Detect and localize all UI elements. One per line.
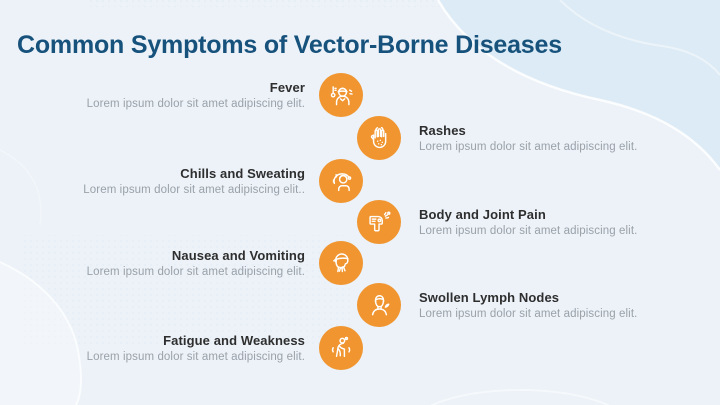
nausea-vomiting-icon <box>319 241 363 285</box>
symptom-text-block: Chills and Sweating Lorem ipsum dolor si… <box>5 166 305 196</box>
symptom-description: Lorem ipsum dolor sit amet adipiscing el… <box>83 184 305 196</box>
symptom-text-block: Nausea and Vomiting Lorem ipsum dolor si… <box>5 248 305 278</box>
symptom-text-block: Swollen Lymph Nodes Lorem ipsum dolor si… <box>419 290 719 320</box>
joint-pain-icon <box>357 200 401 244</box>
symptom-title: Fever <box>269 80 305 95</box>
fever-icon <box>319 73 363 117</box>
fatigue-weakness-icon <box>319 326 363 370</box>
swollen-lymph-nodes-icon <box>357 283 401 327</box>
symptom-title: Fatigue and Weakness <box>163 333 305 348</box>
symptom-title: Chills and Sweating <box>180 166 305 181</box>
symptom-title: Body and Joint Pain <box>419 207 546 222</box>
symptom-title: Nausea and Vomiting <box>171 248 305 263</box>
symptom-text-block: Body and Joint Pain Lorem ipsum dolor si… <box>419 207 719 237</box>
symptom-text-block: Rashes Lorem ipsum dolor sit amet adipis… <box>419 123 719 153</box>
symptom-description: Lorem ipsum dolor sit amet adipiscing el… <box>419 308 638 320</box>
symptom-description: Lorem ipsum dolor sit amet adipiscing el… <box>419 141 638 153</box>
symptom-text-block: Fever Lorem ipsum dolor sit amet adipisc… <box>5 80 305 110</box>
symptom-description: Lorem ipsum dolor sit amet adipiscing el… <box>86 351 305 363</box>
symptom-description: Lorem ipsum dolor sit amet adipiscing el… <box>86 98 305 110</box>
symptom-text-block: Fatigue and Weakness Lorem ipsum dolor s… <box>5 333 305 363</box>
chills-sweating-icon <box>319 159 363 203</box>
symptom-title: Rashes <box>419 123 466 138</box>
symptom-description: Lorem ipsum dolor sit amet adipiscing el… <box>419 225 638 237</box>
symptom-title: Swollen Lymph Nodes <box>419 290 560 305</box>
page-title: Common Symptoms of Vector-Borne Diseases <box>17 30 562 59</box>
symptom-description: Lorem ipsum dolor sit amet adipiscing el… <box>86 266 305 278</box>
rashes-hand-icon <box>357 116 401 160</box>
